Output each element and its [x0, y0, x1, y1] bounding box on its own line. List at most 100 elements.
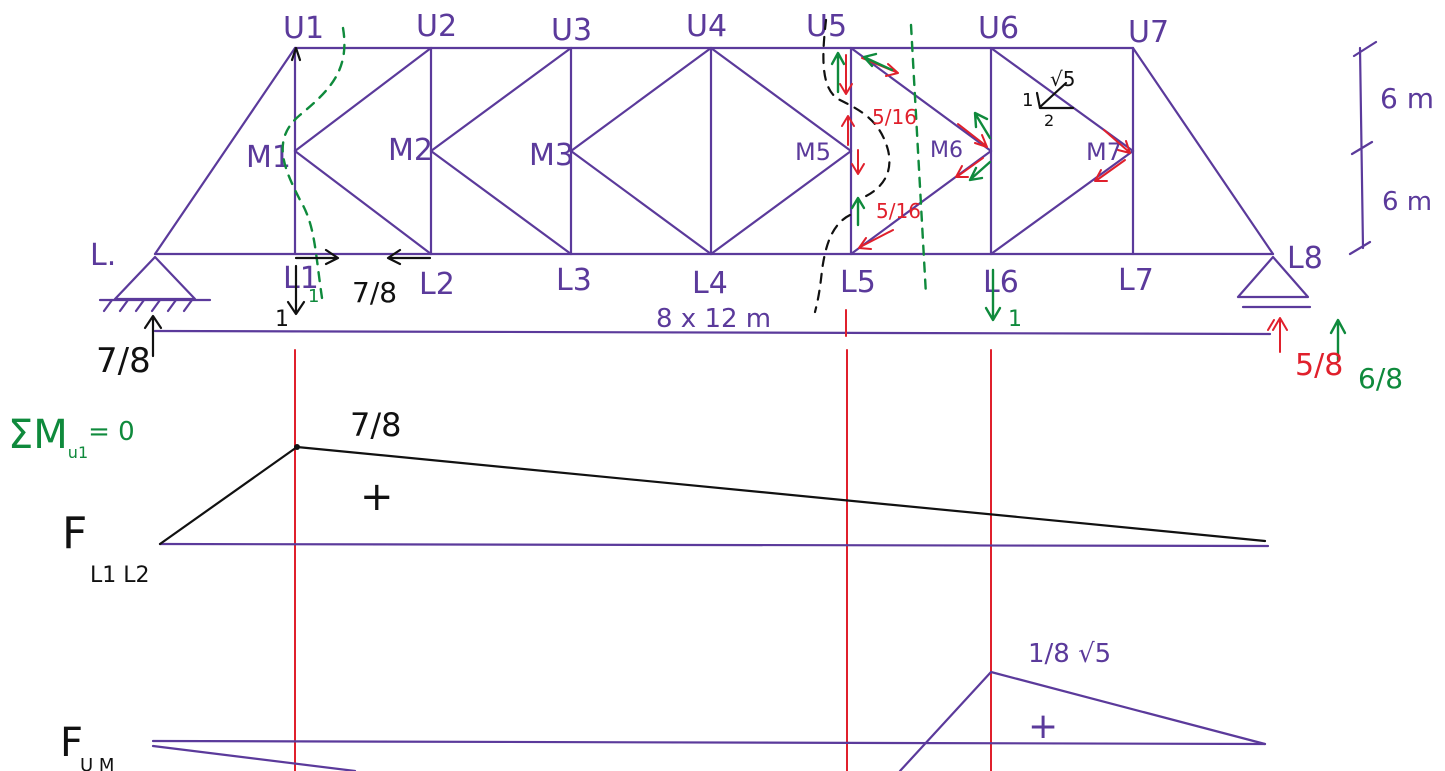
- red-arrow-m7-lower: [1094, 159, 1126, 182]
- diagonal-member: [709, 149, 853, 256]
- reaction-arrow: [143, 314, 163, 358]
- section-cut-lower: [813, 213, 852, 314]
- roller-support: [1236, 255, 1310, 299]
- node-labels: U1 U2 U3 U4 U5 U6 U7 M1 M2 M3 M5 M6 M7 L…: [90, 9, 1323, 302]
- il2-sign: +: [1028, 706, 1058, 747]
- il1-subscript: L1 L2: [90, 563, 150, 588]
- u1-arrow: [290, 46, 302, 62]
- node-label-l1: L1: [283, 261, 319, 296]
- section-cut-1: [281, 26, 346, 300]
- green-reaction-arrow: [1329, 318, 1347, 362]
- node-label-l7: L7: [1118, 263, 1154, 298]
- node-label-l4: L4: [692, 266, 728, 301]
- diagonal-member: [429, 149, 573, 256]
- il2-peak-label: 1/8 √5: [1028, 639, 1111, 669]
- slope-two-label: 2: [1044, 111, 1054, 130]
- node-label-u1: U1: [283, 11, 324, 46]
- pin-support: [113, 255, 197, 301]
- node-label-u6: U6: [978, 11, 1019, 46]
- node-label-m2: M2: [388, 133, 433, 168]
- node-label-u2: U2: [416, 9, 457, 44]
- node-label-l0: L.: [90, 238, 116, 273]
- il1-baseline: [158, 542, 1270, 548]
- force-arrow-right: [294, 248, 340, 266]
- il2-label: F: [60, 720, 83, 766]
- il1-peak-dot: [294, 444, 300, 450]
- unit-load-label-left: 1: [275, 307, 289, 332]
- il2-curve-left: [151, 744, 357, 771]
- red-arrow-m6-upper: [957, 123, 988, 148]
- red-arrow-m5-up: [841, 115, 855, 146]
- unit-load-arrow: [286, 264, 306, 316]
- red-fraction-upper: 5/16: [872, 105, 917, 129]
- influence-line-1: F L1 L2 7/8 +: [62, 406, 1270, 588]
- node-label-l8: L8: [1287, 241, 1323, 276]
- diagonal-member: [989, 149, 1135, 256]
- ground-hatch: [102, 298, 194, 313]
- red-arrow-diag-lower: [858, 229, 894, 250]
- annotations: 7/8 1 7/8 1 1 5/8 6/8 5/16 5/16 ΣMu1= 0: [8, 105, 1403, 462]
- node-label-l5: L5: [840, 265, 876, 300]
- left-end-post: [153, 46, 297, 256]
- il1-label: F: [62, 508, 87, 559]
- dimensions: 6 m 6 m 8 x 12 m √5 1 2: [153, 40, 1434, 336]
- red-arrow-u5-down: [839, 54, 853, 95]
- diagonal-member: [569, 46, 713, 153]
- diagonal-member: [293, 149, 433, 256]
- section-cut-upper: [822, 18, 891, 200]
- green-arrow-l5: [850, 196, 866, 227]
- diagonal-member: [293, 46, 433, 153]
- right-end-post: [1131, 46, 1275, 256]
- left-reaction-label: 7/8: [96, 341, 151, 381]
- il1-curve: [158, 445, 1267, 546]
- red-arrow-down-small: [851, 149, 865, 175]
- node-label-u5: U5: [806, 9, 847, 44]
- il2-subscript: U M: [80, 755, 114, 771]
- il1-sign: +: [360, 474, 394, 520]
- section-cut-2: [909, 23, 928, 297]
- node-label-l3: L3: [556, 263, 592, 298]
- unit-load-label-right: 1: [1008, 307, 1022, 332]
- height-dimension-line: [1348, 40, 1378, 256]
- influence-line-2: F U M 1/8 √5 +: [60, 639, 1267, 771]
- span-dimension-line: [153, 329, 1272, 336]
- il2-baseline: [151, 739, 1267, 746]
- green-arrow-m6-lower: [968, 160, 992, 182]
- green-reaction-label: 6/8: [1358, 362, 1403, 395]
- green-arrow-diag: [862, 52, 894, 72]
- red-reaction-label: 5/8: [1295, 348, 1343, 383]
- node-label-m7: M7: [1086, 138, 1122, 166]
- node-label-m6: M6: [930, 138, 963, 163]
- section-cuts: [281, 18, 928, 314]
- node-label-l6: L6: [983, 265, 1019, 300]
- node-label-u4: U4: [686, 9, 727, 44]
- red-fraction-lower: 5/16: [876, 199, 921, 223]
- diagonal-member: [569, 149, 713, 256]
- span-label: 8 x 12 m: [656, 304, 771, 334]
- il2-curve-right: [898, 670, 1267, 771]
- node-label-u7: U7: [1128, 15, 1169, 50]
- force-arrows: [143, 46, 1347, 362]
- dim-top-label: 6 m: [1380, 82, 1434, 115]
- node-label-u3: U3: [551, 13, 592, 48]
- il1-peak-label: 7/8: [350, 406, 402, 444]
- slope-one-label: 1: [1022, 90, 1033, 111]
- red-reaction-arrow: [1267, 317, 1288, 353]
- red-arrow-m6-lower: [955, 157, 984, 178]
- moment-equation: ΣMu1= 0: [8, 412, 135, 462]
- force-78-label: 7/8: [352, 276, 397, 309]
- force-arrow-left: [386, 248, 432, 266]
- diagonal-member: [849, 46, 993, 153]
- node-label-m1: M1: [246, 140, 291, 175]
- slope-sqrt5-label: √5: [1050, 67, 1075, 91]
- node-label-m5: M5: [795, 138, 831, 166]
- node-label-m3: M3: [529, 138, 574, 173]
- diagonal-member: [709, 46, 853, 153]
- node-label-l2: L2: [419, 267, 455, 302]
- green-arrow-l6: [984, 268, 1002, 322]
- diagonal-member: [429, 46, 573, 153]
- green-arrow-u5: [830, 51, 846, 94]
- slope-triangle: [1035, 81, 1075, 110]
- dim-bottom-label: 6 m: [1382, 187, 1432, 217]
